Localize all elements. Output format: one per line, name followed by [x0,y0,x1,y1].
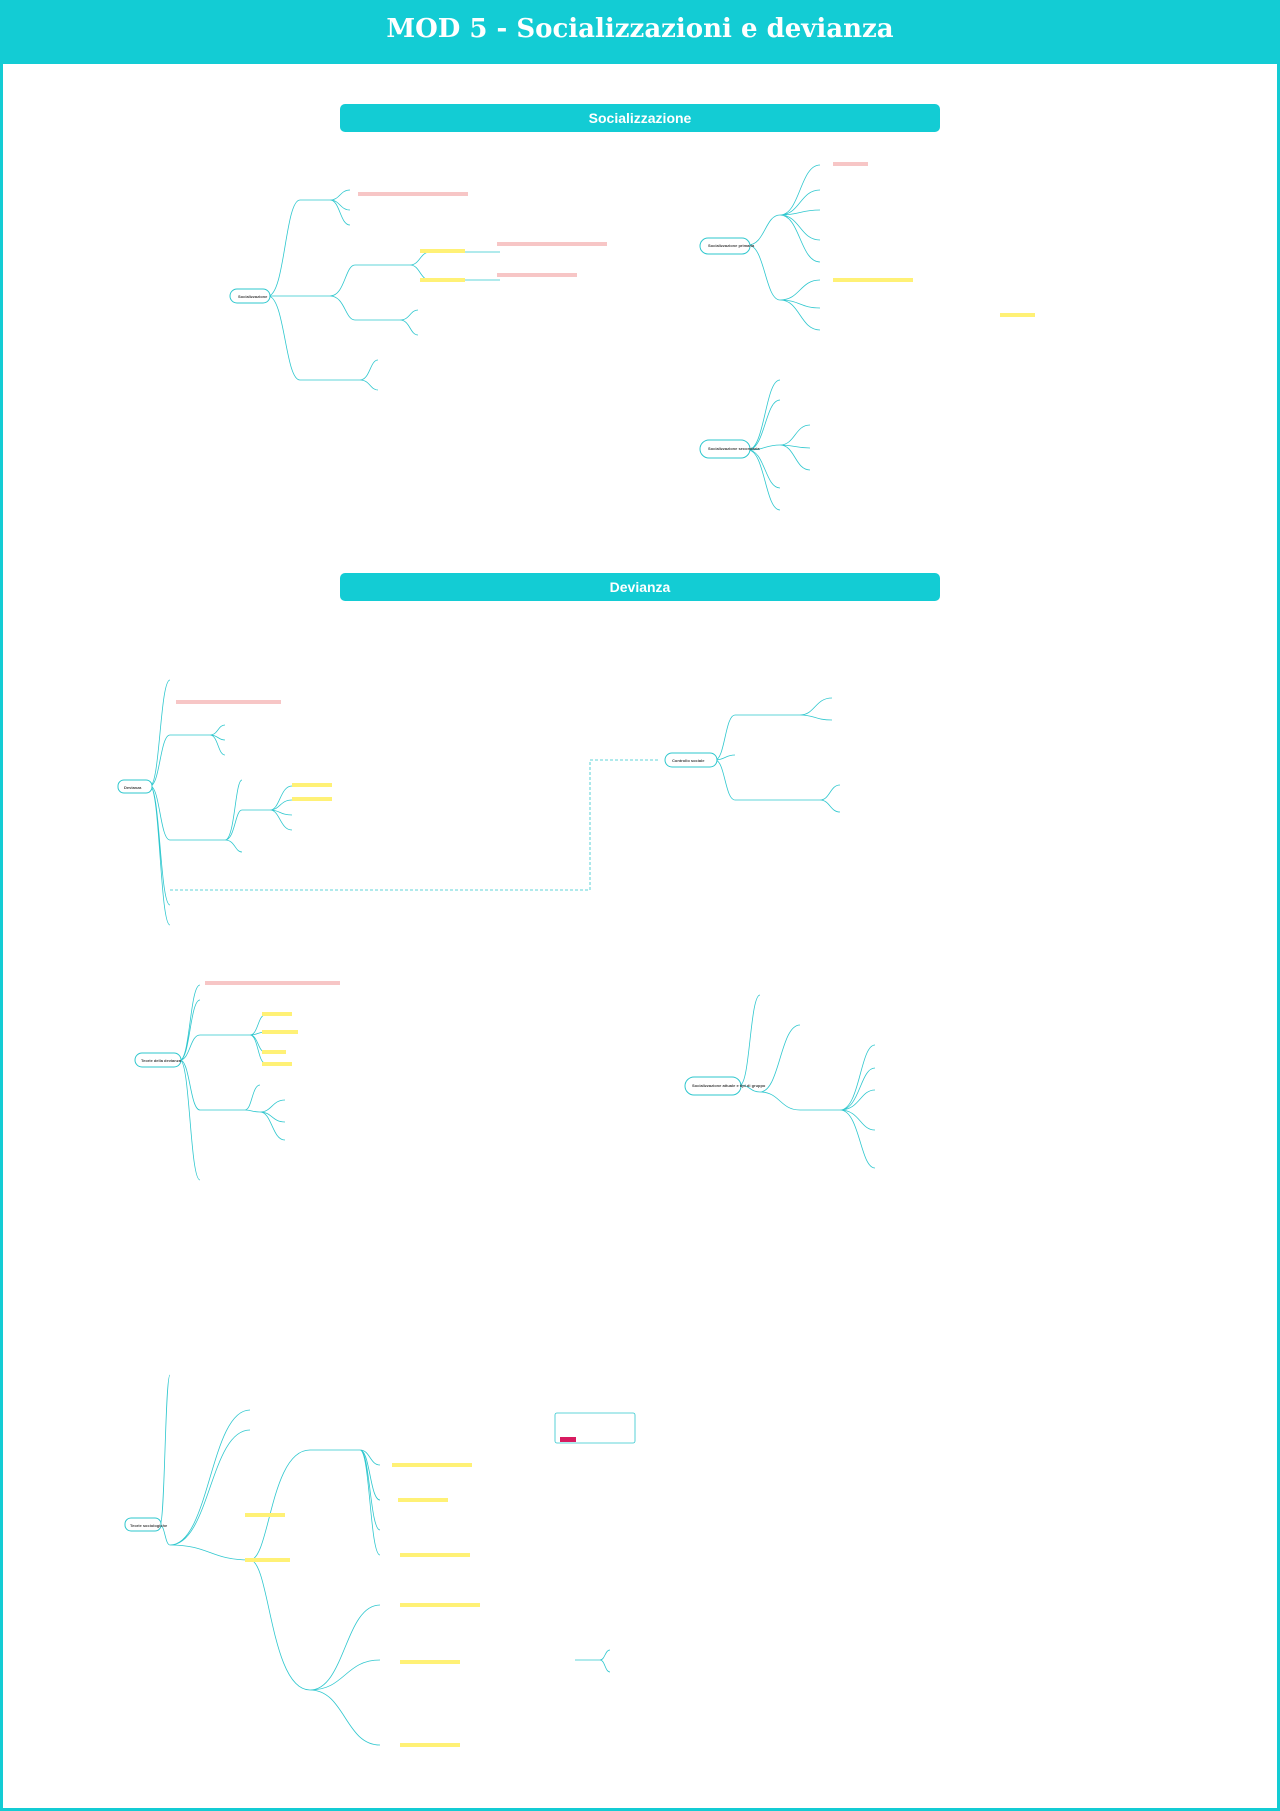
root-socializzazione-secondaria [699,439,751,459]
mindmap-devianza: Devianza [117,679,660,926]
root-teorie-sociologiche [124,1517,162,1532]
page-title: MOD 5 - Socializzazioni e devianza [386,14,894,44]
mindmap-socializzazione: Socializzazione [229,189,607,391]
note-card-tag [560,1437,576,1442]
note-card [554,1412,636,1444]
root-socializzazione-attuale-label: Socializzazione attuale e tipi di gruppo [692,1083,766,1088]
root-socializzazione-secondaria-label: Socializzazione secondaria [708,446,760,451]
root-controllo-sociale-label: Controllo sociale [672,758,705,763]
section-header-socializzazione: Socializzazione [340,104,940,132]
root-socializzazione [229,288,271,304]
mindmap-secondaria: Socializzazione secondaria [699,379,811,511]
root-socializzazione-attuale [684,1076,742,1096]
root-controllo-sociale [664,752,718,768]
root-socializzazione-primaria-label: Socializzazione primaria [708,243,755,248]
mindmap-teorie-sociologiche: Teorie sociologiche [124,1374,636,1747]
root-teorie-devianza-label: Teorie della devianza [141,1058,182,1063]
root-teorie-sociologiche-label: Teorie sociologiche [130,1523,168,1528]
section-header-devianza: Devianza [340,573,940,601]
mindmap-teorie-devianza: Teorie della devianza [134,981,340,1181]
root-teorie-devianza [134,1052,182,1068]
root-devianza-label: Devianza [124,785,142,790]
mindmap-primaria: Socializzazione primaria [699,162,1035,331]
mindmap-controllo-sociale: Controllo sociale [664,697,841,813]
root-socializzazione-label: Socializzazione [238,294,268,299]
root-devianza [117,779,153,794]
root-socializzazione-primaria [699,237,751,255]
mindmap-socializzazione-attuale: Socializzazione attuale e tipi di gruppo [684,994,876,1169]
page-header: MOD 5 - Socializzazioni e devianza [0,0,1280,64]
